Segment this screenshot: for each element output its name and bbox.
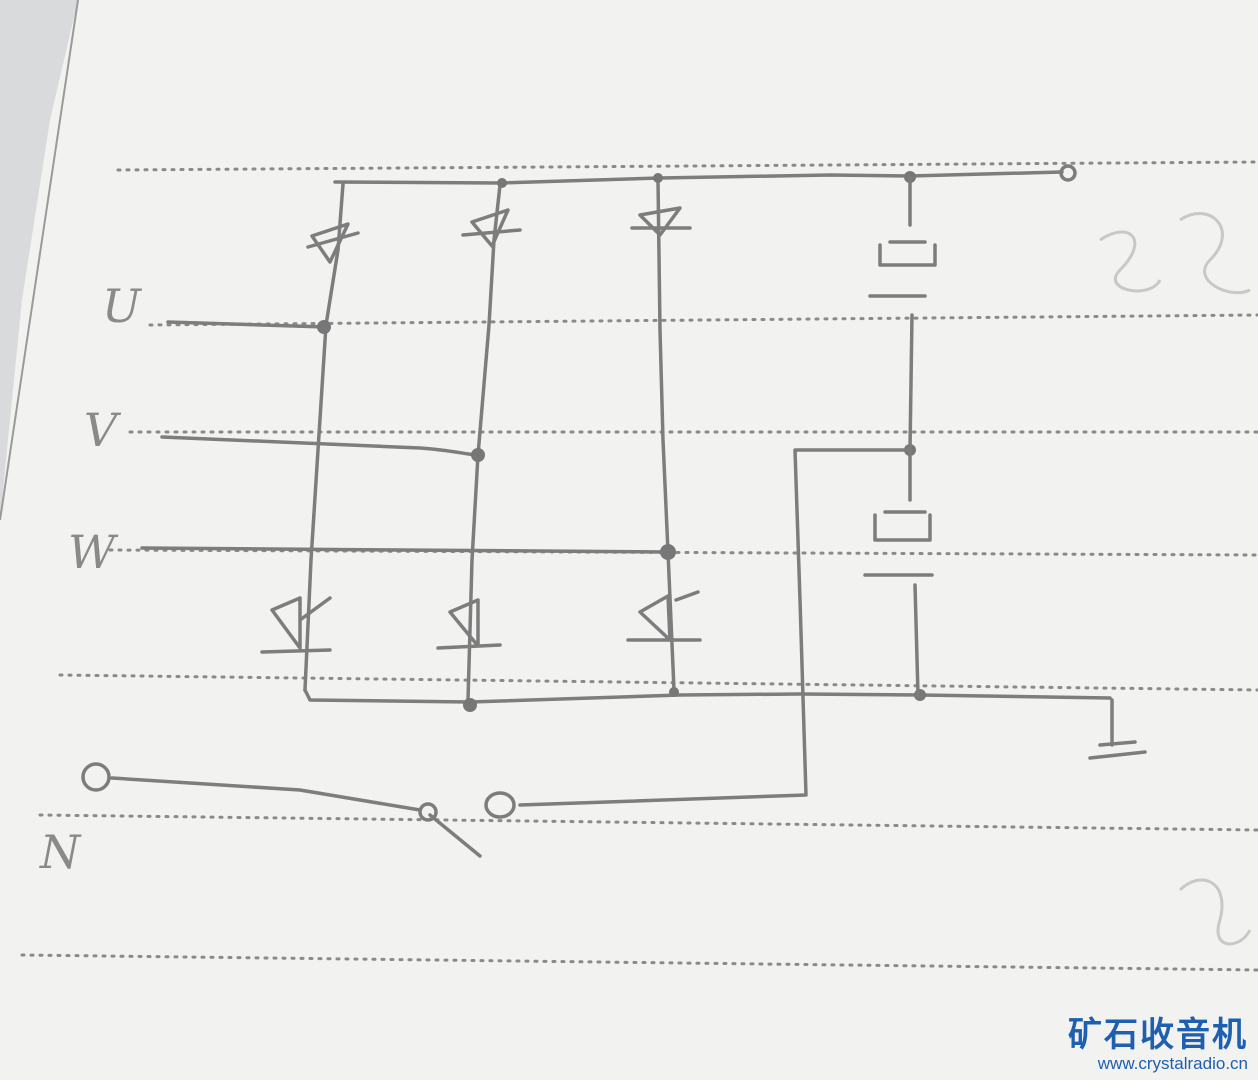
diode-upper-2 [461,208,522,248]
midpoint-tap-wire [518,448,912,807]
watermark: 矿石收音机 www.crystalradio.cn [1068,1016,1248,1074]
switch-contact-2 [484,791,516,819]
capacitor-2-plate-top [873,510,932,542]
pencil-circuit [81,164,1147,858]
bleed-through-marks [1099,212,1252,946]
watermark-site-name: 矿石收音机 [1068,1015,1248,1055]
watermark-url: www.crystalradio.cn [1097,1054,1248,1073]
capacitor-2-lead-bottom [913,583,920,697]
diode-upper-3 [630,206,692,237]
label-phase-v: V [84,403,122,457]
capacitor-1-plate-top [878,240,937,267]
leg-3 [656,178,676,692]
phase-w-wire [140,546,670,554]
neutral-wire [110,776,422,812]
diode-lower-3 [626,590,702,642]
positive-rail [333,170,1064,185]
diode-lower-2 [436,598,502,650]
neutral-terminal [81,762,111,792]
paper-edge [0,0,79,521]
phase-u-wire [166,320,328,329]
label-phase-w: W [68,525,119,579]
switch-contact-1 [418,802,438,822]
ground-symbol [1088,698,1147,760]
switch-blade [428,813,482,858]
label-neutral: N [39,825,82,879]
diode-upper-1 [306,222,360,264]
junction-dots [317,171,926,712]
capacitor-1-lead-bottom [908,313,914,502]
diode-lower-1 [260,596,332,654]
positive-terminal [1059,164,1077,182]
label-phase-u: U [102,279,143,333]
